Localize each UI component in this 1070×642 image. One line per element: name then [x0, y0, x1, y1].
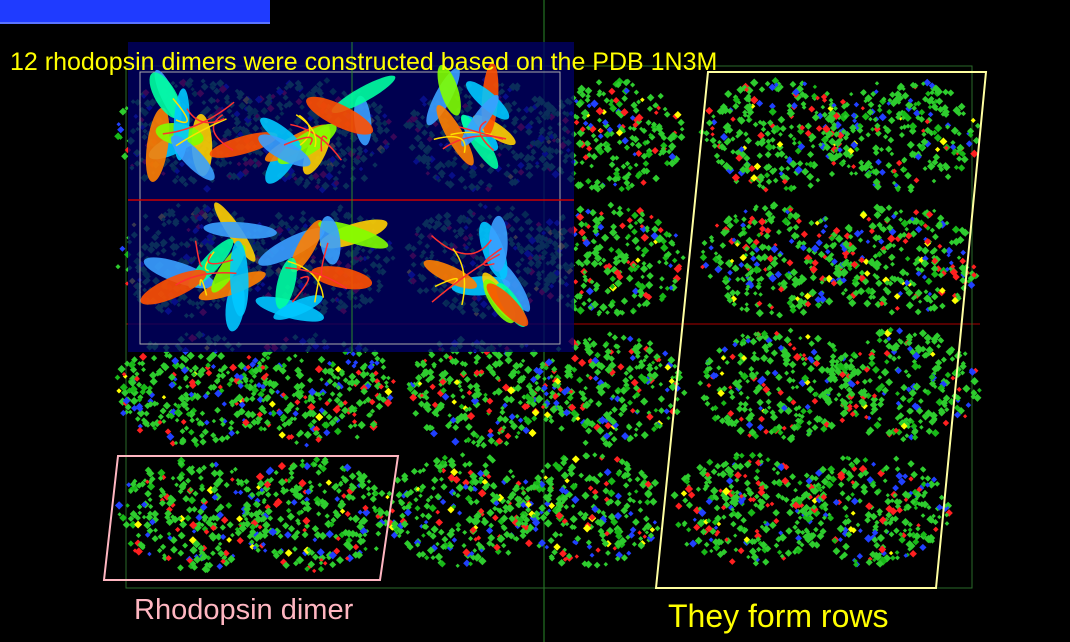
rhodopsin-dimer-label: Rhodopsin dimer — [134, 594, 354, 626]
helix-bundle — [140, 202, 277, 332]
rows-label: They form rows — [668, 598, 889, 634]
helix-bundle — [426, 62, 516, 169]
rows-outline — [654, 71, 988, 589]
helix-bundle — [255, 216, 389, 322]
dimer-cluster — [114, 456, 399, 574]
dimer-outline — [102, 455, 400, 581]
ribbon-inset — [128, 42, 574, 352]
dimer-cluster — [670, 451, 953, 568]
dimer-cluster — [386, 452, 661, 569]
dimer-cluster — [697, 326, 982, 444]
title-bar — [0, 0, 270, 24]
dimer-cluster — [698, 76, 981, 194]
slide-caption: 12 rhodopsin dimers were constructed bas… — [10, 48, 718, 76]
helix-bundle — [423, 215, 531, 327]
helix-bundle — [258, 75, 396, 184]
dimer-cluster — [699, 201, 980, 319]
